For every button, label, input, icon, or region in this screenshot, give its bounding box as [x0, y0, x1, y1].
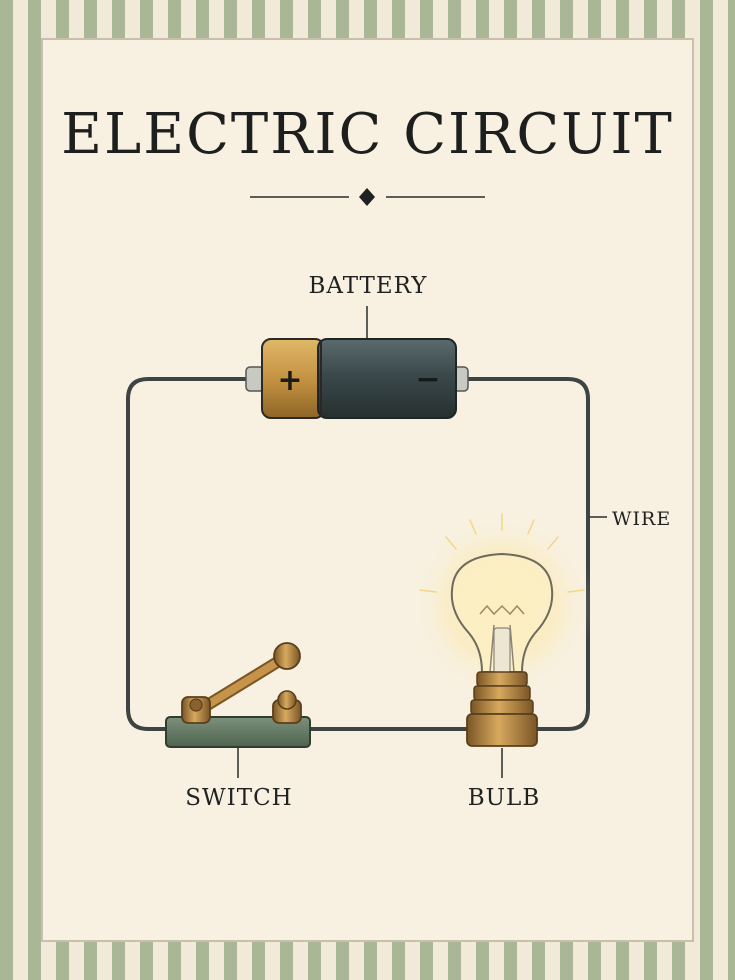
negative-terminal-symbol: −: [415, 362, 440, 397]
knife-switch: [165, 642, 311, 748]
diamond-icon: [359, 188, 375, 206]
light-bulb: [410, 513, 594, 747]
battery: + −: [245, 338, 469, 419]
battery-label: BATTERY: [308, 273, 428, 299]
bulb-label: BULB: [467, 785, 541, 811]
title-divider: [250, 188, 485, 206]
wire-label: WIRE: [612, 508, 672, 530]
poster-title: ELECTRIC CIRCUIT: [61, 102, 674, 167]
wire: [126, 377, 590, 731]
switch-label: SWITCH: [185, 785, 293, 811]
positive-terminal-symbol: +: [277, 363, 302, 398]
